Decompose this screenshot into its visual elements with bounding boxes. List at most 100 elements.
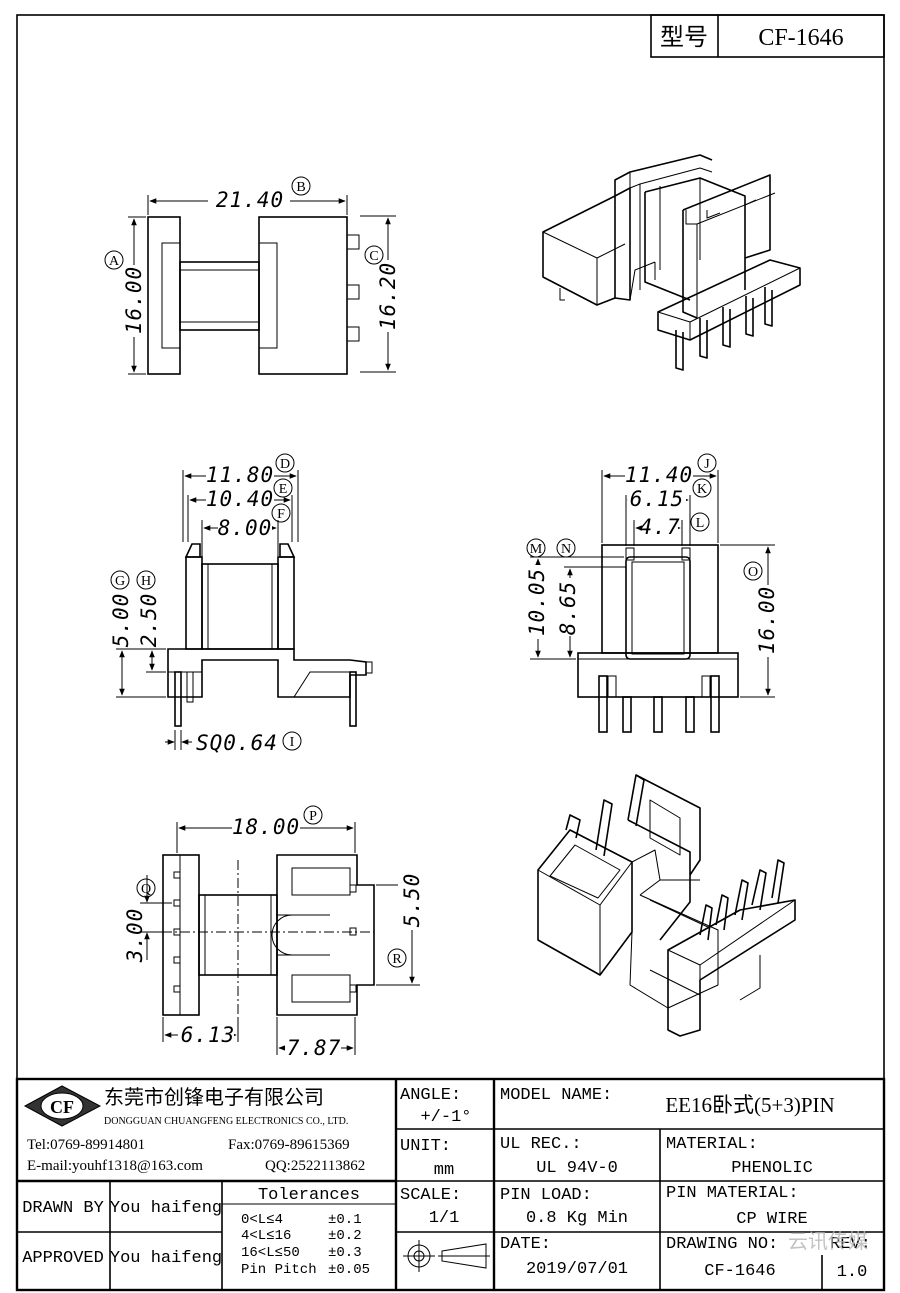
svg-text:Q: Q <box>141 882 151 897</box>
company-logo: CF <box>23 1085 102 1127</box>
dim-D: 11.80 <box>206 463 274 487</box>
dim-O: 16.00 <box>755 586 779 654</box>
tol-range-2: 4<L≤16 <box>241 1228 291 1244</box>
svg-text:K: K <box>697 482 707 497</box>
dim-J: 11.40 <box>625 463 693 487</box>
svg-text:J: J <box>704 457 710 472</box>
tol-range-4: Pin Pitch <box>241 1262 317 1278</box>
tolerances-label: Tolerances <box>258 1186 360 1205</box>
date-value: 2019/07/01 <box>526 1260 628 1279</box>
marker-G: G <box>110 570 130 590</box>
pin-material-value: CP WIRE <box>736 1210 807 1229</box>
tol-range-1: 0<L≤4 <box>241 1212 283 1228</box>
ul-value: UL 94V-0 <box>536 1159 618 1178</box>
watermark: 云讯传媒 <box>788 1230 868 1253</box>
marker-N: N <box>556 538 576 558</box>
view-bottom: 18.00 3.00 5.50 6.13 7.87 <box>123 815 424 1060</box>
marker-M: M <box>526 538 546 558</box>
marker-C: C <box>364 245 384 265</box>
dim-E: 10.40 <box>206 487 274 511</box>
svg-text:O: O <box>748 565 758 580</box>
tol-range-3: 16<L≤50 <box>241 1245 300 1261</box>
svg-text:C: C <box>369 249 378 264</box>
marker-J: J <box>697 453 717 473</box>
svg-text:E: E <box>279 482 288 497</box>
marker-K: K <box>692 478 712 498</box>
material-label: MATERIAL: <box>666 1135 758 1154</box>
drawing-no-value: CF-1646 <box>704 1262 775 1281</box>
marker-D: D <box>275 453 295 473</box>
dim-A: 16.00 <box>122 266 146 334</box>
svg-text:B: B <box>296 180 305 195</box>
company-tel: Tel:0769-89914801 <box>27 1137 145 1153</box>
dim-C: 16.20 <box>376 262 400 330</box>
tol-value-2: ±0.2 <box>328 1228 362 1244</box>
dim-G: 5.00 <box>109 593 133 648</box>
dim-I: SQ0.64 <box>196 731 278 755</box>
tol-value-1: ±0.1 <box>328 1212 362 1228</box>
unit-label: UNIT: <box>400 1137 451 1156</box>
approved-label: APPROVED <box>22 1249 104 1268</box>
projection-symbol-icon <box>403 1240 490 1272</box>
marker-E: E <box>273 478 293 498</box>
scale-label: SCALE: <box>400 1186 461 1205</box>
rev-label: REV: <box>830 1235 871 1254</box>
view-side: 11.40 6.15 4.7 10.05 8.65 16.00 <box>525 463 779 733</box>
drawn-by-value: You haifeng <box>110 1199 222 1218</box>
header-model-box: 型号 CF-1646 <box>650 14 885 58</box>
pin-load-label: PIN LOAD: <box>500 1186 592 1205</box>
svg-text:M: M <box>530 542 543 557</box>
svg-text:D: D <box>280 457 290 472</box>
marker-B: B <box>291 176 311 196</box>
pin-material-label: PIN MATERIAL: <box>666 1184 799 1203</box>
title-block: CF 东莞市创锋电子有限公司 DONGGUAN CHUANGFENG ELECT… <box>15 1077 886 1292</box>
dim-H: 2.50 <box>137 593 161 648</box>
marker-A: A <box>104 250 124 270</box>
svg-text:A: A <box>109 254 120 269</box>
ul-label: UL REC.: <box>500 1135 582 1154</box>
tol-value-3: ±0.3 <box>328 1245 362 1261</box>
view-iso-bottom <box>537 774 796 1037</box>
model-name-value: EE16卧式(5+3)PIN <box>665 1093 834 1117</box>
dim-6-13: 6.13 <box>181 1023 236 1047</box>
svg-text:P: P <box>309 809 317 824</box>
view-top-left: 21.40 16.00 16.20 <box>121 188 401 375</box>
markers: A B C D E F G H I J K L M N O P Q R <box>104 176 763 968</box>
company-name-cn: 东莞市创锋电子有限公司 <box>104 1086 324 1109</box>
marker-F: F <box>271 503 291 523</box>
company-email: E-mail:youhf1318@163.com <box>27 1158 203 1174</box>
dim-L: 4.7 <box>640 515 681 539</box>
marker-P: P <box>303 805 323 825</box>
dim-P: 18.00 <box>232 815 300 839</box>
svg-text:N: N <box>561 542 571 557</box>
model-name-label: MODEL NAME: <box>500 1086 612 1105</box>
tol-value-4: ±0.05 <box>328 1262 370 1278</box>
dim-M: 10.05 <box>525 568 549 636</box>
dim-7-87: 7.87 <box>287 1036 342 1060</box>
svg-text:H: H <box>141 574 151 589</box>
marker-L: L <box>690 512 710 532</box>
dim-K: 6.15 <box>630 487 685 511</box>
approved-value: You haifeng <box>110 1249 222 1268</box>
marker-Q: Q <box>136 878 156 898</box>
scale-value: 1/1 <box>429 1209 460 1228</box>
dim-B: 21.40 <box>216 188 284 212</box>
company-name-en: DONGGUAN CHUANGFENG ELECTRONICS CO., LTD… <box>104 1116 348 1127</box>
marker-O: O <box>743 561 763 581</box>
material-value: PHENOLIC <box>731 1159 813 1178</box>
date-label: DATE: <box>500 1235 551 1254</box>
svg-text:F: F <box>277 507 285 522</box>
drawing-no-label: DRAWING NO: <box>666 1235 778 1254</box>
drawn-by-label: DRAWN BY <box>22 1199 104 1218</box>
marker-H: H <box>136 570 156 590</box>
model-value: CF-1646 <box>758 25 843 51</box>
pin-load-value: 0.8 Kg Min <box>526 1209 628 1228</box>
dim-R: 5.50 <box>400 873 424 928</box>
company-fax: Fax:0769-89615369 <box>228 1137 350 1153</box>
unit-value: mm <box>434 1161 454 1180</box>
svg-text:G: G <box>115 574 125 589</box>
marker-I: I <box>282 731 302 751</box>
svg-text:CF: CF <box>50 1097 74 1117</box>
svg-text:L: L <box>696 516 705 531</box>
